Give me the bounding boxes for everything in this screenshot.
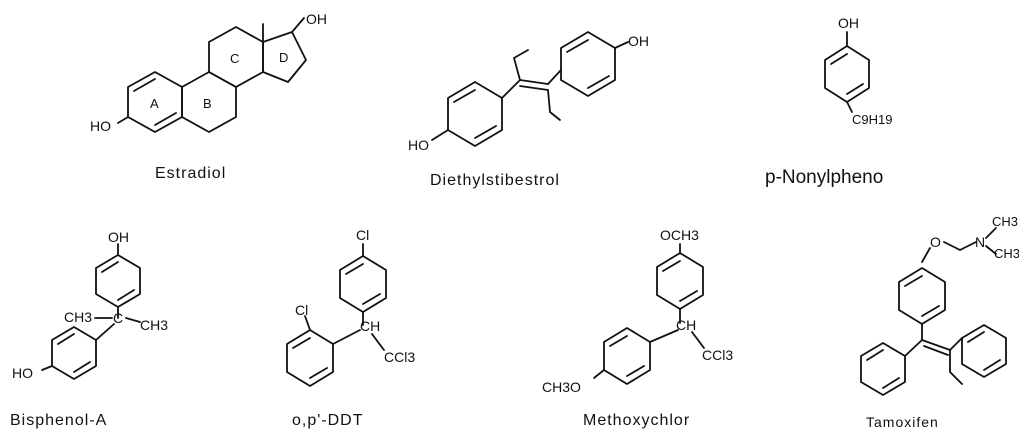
op-ddt-ch-label: CH	[360, 318, 380, 334]
methoxychlor-name: Methoxychlor	[583, 412, 690, 429]
bisphenol-a-c-label: C	[113, 310, 123, 326]
op-ddt-cl-top-label: Cl	[356, 227, 369, 243]
tamoxifen-name: Tamoxifen	[866, 414, 939, 430]
methoxychlor-och3-label: OCH3	[660, 227, 699, 243]
op-ddt-ccl3-label: CCl3	[384, 349, 415, 365]
nonylphenol-structure: OH C9H19 p-Nonylpheno	[765, 15, 892, 188]
nonylphenol-oh-label: OH	[838, 15, 859, 31]
tamoxifen-structure: O N CH3 CH3 Tamoxifen	[860, 214, 1019, 430]
bisphenol-a-oh-label: OH	[108, 229, 129, 245]
tamoxifen-ch3-bottom-label: CH3	[994, 246, 1019, 261]
bisphenol-a-ho-label: HO	[12, 365, 33, 381]
tamoxifen-n-label: N	[975, 234, 985, 250]
estradiol-ho-label: HO	[90, 118, 111, 134]
diethylstilbestrol-name: Diethylstibestrol	[430, 172, 560, 189]
nonylphenol-chain-label: C9H19	[852, 112, 892, 127]
bisphenol-a-structure: OH CH3 C CH3 HO Bisphenol-A	[10, 229, 168, 429]
bisphenol-a-name: Bisphenol-A	[10, 412, 107, 429]
diethylstilbestrol-oh-label: OH	[628, 33, 649, 49]
methoxychlor-ch-label: CH	[676, 317, 696, 333]
bisphenol-a-ch3-left-label: CH3	[64, 309, 92, 325]
diethylstilbestrol-ho-label: HO	[408, 137, 429, 153]
estradiol-oh-label: OH	[306, 11, 327, 27]
op-ddt-cl-left-label: Cl	[295, 302, 308, 318]
tamoxifen-ch3-top-label: CH3	[992, 214, 1018, 229]
methoxychlor-structure: OCH3 CH3O CH CCl3 Methoxychlor	[542, 227, 733, 429]
bisphenol-a-ch3-right-label: CH3	[140, 317, 168, 333]
estradiol-ring-c-label: C	[230, 51, 239, 66]
op-ddt-name: o,p'-DDT	[292, 412, 364, 429]
estradiol-ring-b-label: B	[203, 96, 212, 111]
nonylphenol-name: p-Nonylpheno	[765, 167, 883, 188]
estradiol-ring-d	[262, 31, 307, 83]
tamoxifen-o-label: O	[930, 234, 941, 250]
op-ddt-structure: Cl Cl CH CCl3 o,p'-DDT	[286, 227, 415, 429]
diethylstilbestrol-structure: OH HO Diethylstibestrol	[408, 31, 649, 189]
estradiol-structure: OH HO A B C D Estradiol	[90, 11, 327, 182]
estradiol-name: Estradiol	[155, 165, 226, 182]
estradiol-ring-a-label: A	[150, 96, 159, 111]
methoxychlor-ch3o-label: CH3O	[542, 379, 581, 395]
methoxychlor-ccl3-label: CCl3	[702, 347, 733, 363]
estradiol-ring-d-label: D	[279, 50, 288, 65]
